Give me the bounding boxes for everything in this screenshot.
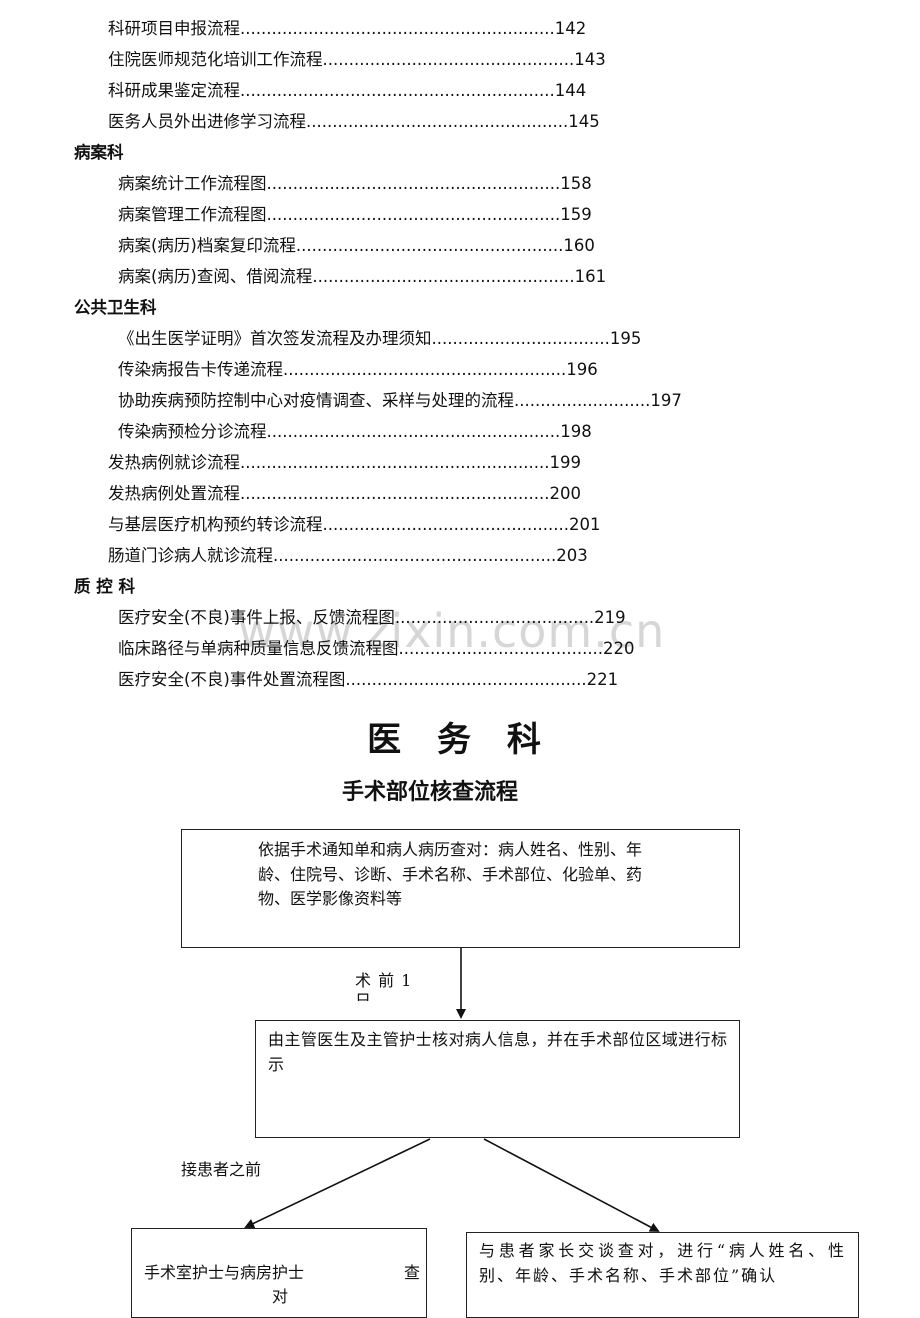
toc-entry[interactable]: 《出生医学证明》首次签发流程及办理须知.....................… bbox=[118, 329, 642, 348]
toc-entry[interactable]: 与基层医疗机构预约转诊流程...........................… bbox=[108, 515, 601, 534]
watermark: www.zixin.com.cn bbox=[238, 604, 666, 658]
toc-entry[interactable]: 病案(病历)档案复印流程............................… bbox=[118, 236, 595, 255]
flow-box-family-confirm: 与患者家长交谈查对，进行“病人姓名、性别、年龄、手术名称、手术部位”确认 bbox=[466, 1232, 859, 1318]
department-title: 医 务 科 bbox=[367, 720, 553, 760]
toc-entry[interactable]: 肠道门诊病人就诊流程..............................… bbox=[108, 546, 588, 565]
flow-box-text: 与患者家长交谈查对，进行“病人姓名、性别、年龄、手术名称、手术部位”确认 bbox=[479, 1241, 846, 1285]
toc-entry[interactable]: 科研成果鉴定流程................................… bbox=[108, 81, 587, 100]
toc-entry[interactable]: 医务人员外出进修学习流程............................… bbox=[108, 112, 600, 131]
flow-label-preop: 术 前 1 bbox=[355, 971, 413, 990]
flow-label-preop-day: 日 bbox=[355, 991, 372, 1001]
flow-box-preop-check: 依据手术通知单和病人病历查对：病人姓名、性别、年龄、住院号、诊断、手术名称、手术… bbox=[181, 829, 740, 948]
toc-entry[interactable]: 临床路径与单病种质量信息反馈流程图.......................… bbox=[118, 639, 635, 658]
toc-section-title: 公共卫生科 bbox=[74, 298, 157, 317]
toc-entry[interactable]: 医疗安全(不良)事件处置流程图.........................… bbox=[118, 670, 619, 689]
flow-box-nurse-check: 手术室护士与病房护士 查 对 bbox=[131, 1228, 427, 1318]
flow-box-text: 查 bbox=[404, 1263, 421, 1282]
flow-box-mark-site: 由主管医生及主管护士核对病人信息，并在手术部位区域进行标示 bbox=[255, 1020, 740, 1138]
toc-entry[interactable]: 病案管理工作流程图...............................… bbox=[118, 205, 592, 224]
toc-section-title: 病案科 bbox=[74, 143, 124, 162]
flow-label-before-pickup: 接患者之前 bbox=[181, 1160, 262, 1179]
toc-section-title: 质 控 科 bbox=[74, 577, 135, 596]
toc-entry[interactable]: 发热病例处置流程................................… bbox=[108, 484, 581, 503]
toc-entry[interactable]: 协助疾病预防控制中心对疫情调查、采样与处理的流程................… bbox=[118, 391, 682, 410]
flow-box-text: 手术室护士与病房护士 bbox=[144, 1263, 305, 1282]
toc-entry[interactable]: 传染病预检分诊流程...............................… bbox=[118, 422, 592, 441]
toc-entry[interactable]: 科研项目申报流程................................… bbox=[108, 19, 587, 38]
toc-entry[interactable]: 病案(病历)查阅、借阅流程...........................… bbox=[118, 267, 607, 286]
toc-entry[interactable]: 发热病例就诊流程................................… bbox=[108, 453, 581, 472]
flow-box-text: 由主管医生及主管护士核对病人信息，并在手术部位区域进行标示 bbox=[268, 1030, 727, 1074]
flow-box-text: 对 bbox=[272, 1287, 289, 1306]
arrow-box2-to-box3 bbox=[244, 1138, 431, 1229]
toc-entry[interactable]: 传染病报告卡传递流程..............................… bbox=[118, 360, 598, 379]
flowchart-title: 手术部位核查流程 bbox=[341, 780, 518, 805]
toc-entry[interactable]: 医疗安全(不良)事件上报、反馈流程图......................… bbox=[118, 608, 626, 627]
toc-entry[interactable]: 住院医师规范化培训工作流程...........................… bbox=[108, 50, 606, 69]
toc-entry[interactable]: 病案统计工作流程图...............................… bbox=[118, 174, 592, 193]
flow-box-text: 依据手术通知单和病人病历查对：病人姓名、性别、年龄、住院号、诊断、手术名称、手术… bbox=[258, 840, 643, 908]
arrow-box2-to-box4 bbox=[483, 1138, 660, 1232]
